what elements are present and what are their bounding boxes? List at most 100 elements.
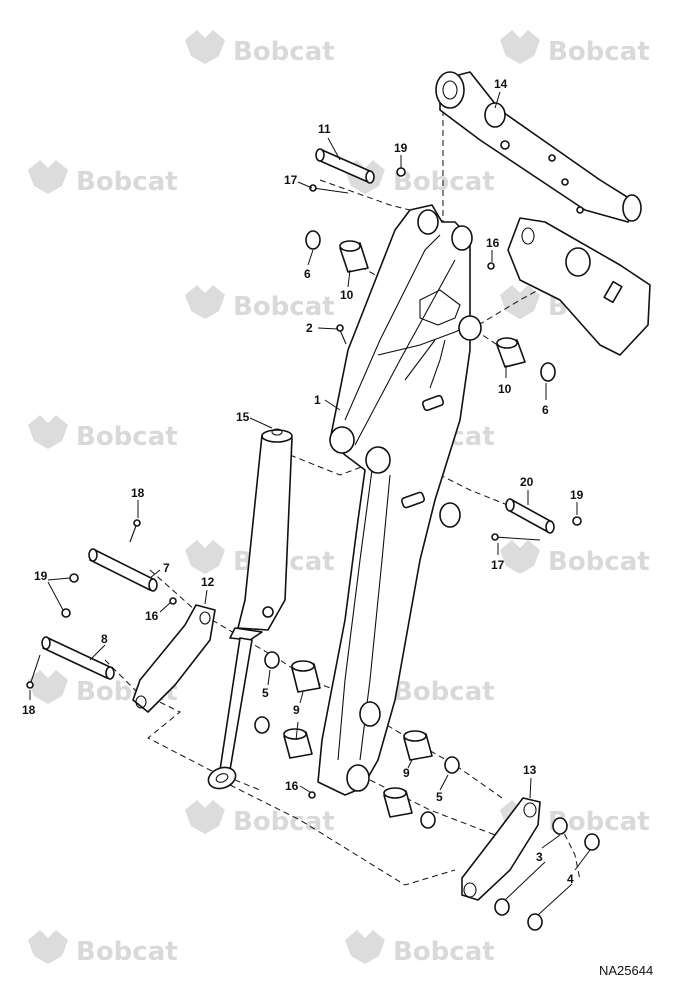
leader-line	[504, 861, 546, 901]
seal-6	[540, 362, 556, 382]
leader-line	[574, 849, 591, 871]
watermark-text: Bobcat	[76, 937, 178, 967]
seal-3	[494, 898, 510, 916]
watermark-text: Bobcat	[393, 167, 495, 197]
bolt-17	[312, 187, 349, 194]
cylinder-port-icon	[262, 606, 274, 618]
callout-19: 19	[570, 488, 584, 502]
leader-line	[47, 577, 71, 581]
grease-fitting-16	[169, 597, 177, 605]
bobcat-logo-icon	[28, 930, 68, 964]
seal-5	[444, 756, 460, 774]
fittings	[169, 262, 495, 799]
pin-end	[365, 170, 375, 184]
bracket-body	[507, 217, 651, 356]
leader-line	[295, 721, 299, 741]
assembly-line	[429, 469, 521, 511]
arm-edge	[344, 234, 441, 421]
bolt-18	[29, 654, 41, 686]
watermark: Bobcat	[345, 930, 495, 967]
bucket-cylinder	[435, 71, 642, 223]
seal-5	[254, 716, 270, 734]
bushing-end	[496, 337, 518, 349]
link-hole	[135, 695, 147, 709]
arm-pivot-boss	[439, 502, 461, 528]
bobcat-logo-icon	[185, 540, 225, 574]
arm-cutout	[419, 289, 461, 326]
bracket-slot	[603, 280, 623, 304]
leader-line	[439, 774, 449, 791]
link-hole	[199, 611, 211, 625]
seal-5	[264, 651, 280, 669]
leader-line	[149, 569, 161, 579]
bracket-hole	[521, 227, 535, 245]
cylinder-collar	[484, 102, 506, 128]
grease-fitting-16	[308, 791, 316, 799]
leader-line	[299, 785, 311, 793]
bracket-pin-bore	[565, 247, 591, 277]
nut-19	[69, 573, 79, 583]
link-left	[132, 604, 216, 713]
leader-line	[267, 669, 271, 686]
watermark: Bobcat	[185, 30, 335, 67]
bushing-end	[403, 730, 427, 742]
watermark: Bobcat	[28, 160, 178, 197]
arm-plate	[400, 491, 426, 509]
bolt-head	[309, 184, 317, 192]
bobcat-logo-icon	[28, 670, 68, 704]
callout-8: 8	[101, 632, 108, 646]
port-icon	[548, 154, 556, 162]
watermark: Bobcat	[28, 415, 178, 452]
bobcat-logo-icon	[185, 30, 225, 64]
cylinder-rod	[219, 637, 253, 771]
port-icon	[576, 206, 584, 214]
leader-line	[529, 777, 532, 799]
arm-pivot-boss	[329, 426, 355, 454]
arm-body	[317, 204, 471, 796]
callout-20: 20	[520, 475, 534, 489]
link-hole	[523, 802, 537, 818]
bobcat-logo-icon	[185, 285, 225, 319]
pin-2	[339, 329, 347, 345]
cylinder-rod-bore	[215, 773, 229, 783]
bushing-end	[339, 240, 361, 252]
callout-3: 3	[536, 850, 543, 864]
leader-line	[299, 691, 304, 704]
watermark: Bobcat	[185, 800, 335, 837]
callout-11: 11	[318, 122, 331, 136]
bobcat-logo-icon	[28, 415, 68, 449]
leader-line	[307, 249, 314, 266]
arm-web	[429, 339, 446, 389]
arm-pivot-boss	[458, 315, 482, 341]
leader-line	[159, 602, 171, 613]
watermark-text: Bobcat	[548, 37, 650, 67]
cylinder-body	[439, 71, 641, 223]
boom-bracket	[507, 217, 651, 356]
grease-fitting-16	[487, 262, 495, 270]
callout-2: 2	[306, 321, 313, 335]
nut-19	[61, 608, 71, 618]
bushing-end	[291, 660, 315, 672]
leader-line	[324, 399, 341, 411]
bobcat-logo-icon	[500, 540, 540, 574]
bobcat-logo-icon	[28, 160, 68, 194]
cylinder-rod-eye	[207, 766, 237, 790]
callout-13: 13	[523, 763, 537, 777]
callout-10: 10	[340, 288, 354, 302]
callout-5: 5	[262, 686, 269, 700]
callout-7: 7	[163, 561, 170, 575]
cylinder-rod-eye	[622, 194, 642, 222]
bolts	[26, 184, 541, 689]
watermark-text: Bobcat	[76, 167, 178, 197]
grease-fitting-icon	[500, 140, 510, 150]
seal-5	[420, 811, 436, 829]
cylinder-cap-bore	[271, 428, 283, 436]
bolt-head	[133, 519, 141, 527]
arm-cylinder	[207, 428, 293, 790]
bolt-head	[491, 533, 499, 541]
arm-edge	[354, 259, 456, 446]
pins	[41, 148, 555, 680]
assembly-line	[559, 824, 581, 881]
leader-line	[541, 834, 561, 849]
